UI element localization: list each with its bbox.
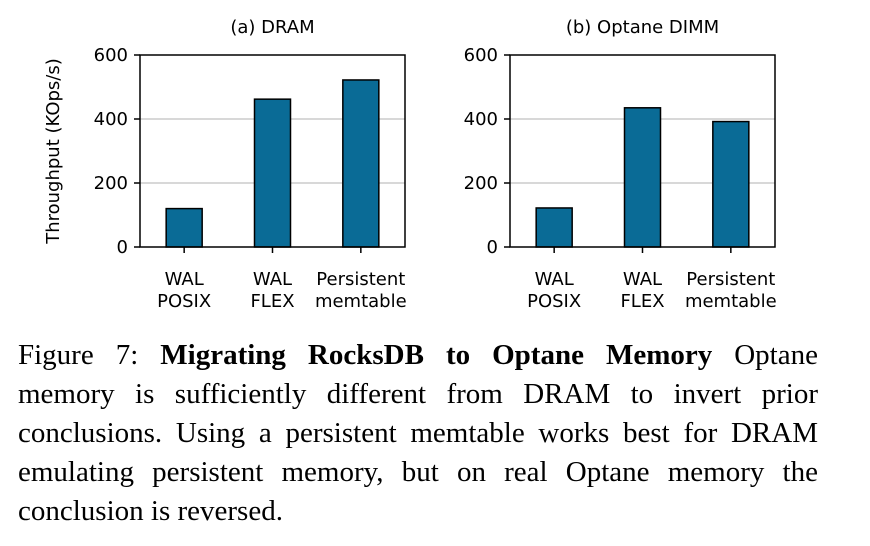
bar [253,98,292,248]
y-tick-label: 200 [464,173,498,194]
category-label: WAL [623,269,662,290]
category-label: POSIX [157,291,211,312]
category-label: Persistent [316,269,405,290]
caption-text: Optane memory is sufficiently different … [18,339,818,527]
chart-svg: WALPOSIXWALFLEXPersistentmemtable0200400… [43,17,777,312]
category-label: POSIX [527,291,581,312]
y-tick-label: 400 [94,109,128,130]
axes-frame [139,54,406,248]
category-label: WAL [535,269,574,290]
bar [712,120,750,248]
y-tick-label: 600 [464,45,498,66]
y-tick-label: 200 [94,173,128,194]
caption-prefix: Figure 7: [18,339,161,371]
bar [535,207,573,248]
y-tick-label: 400 [464,109,498,130]
panel-title: (b) Optane DIMM [566,17,719,38]
category-label: Persistent [686,269,775,290]
panel-title: (a) DRAM [230,17,314,38]
y-tick-label: 0 [117,237,128,258]
category-label: WAL [165,269,204,290]
bar [623,107,662,248]
bar [342,79,380,248]
bar [165,207,203,248]
y-tick-label: 600 [94,45,128,66]
chart-panel-1: WALPOSIXWALFLEXPersistentmemtable0200400… [43,17,407,312]
category-label: memtable [685,291,777,312]
figure-caption: Figure 7: Migrating RocksDB to Optane Me… [18,336,818,531]
category-label: FLEX [250,291,294,312]
caption-title: Migrating RocksDB to Optane Memory [160,339,713,371]
y-axis-label: Throughput (KOps/s) [43,58,64,245]
axes-frame [509,54,776,248]
category-label: FLEX [620,291,664,312]
category-label: WAL [253,269,292,290]
category-label: memtable [315,291,407,312]
chart-panel-2: WALPOSIXWALFLEXPersistentmemtable0200400… [464,17,777,312]
y-tick-label: 0 [487,237,498,258]
